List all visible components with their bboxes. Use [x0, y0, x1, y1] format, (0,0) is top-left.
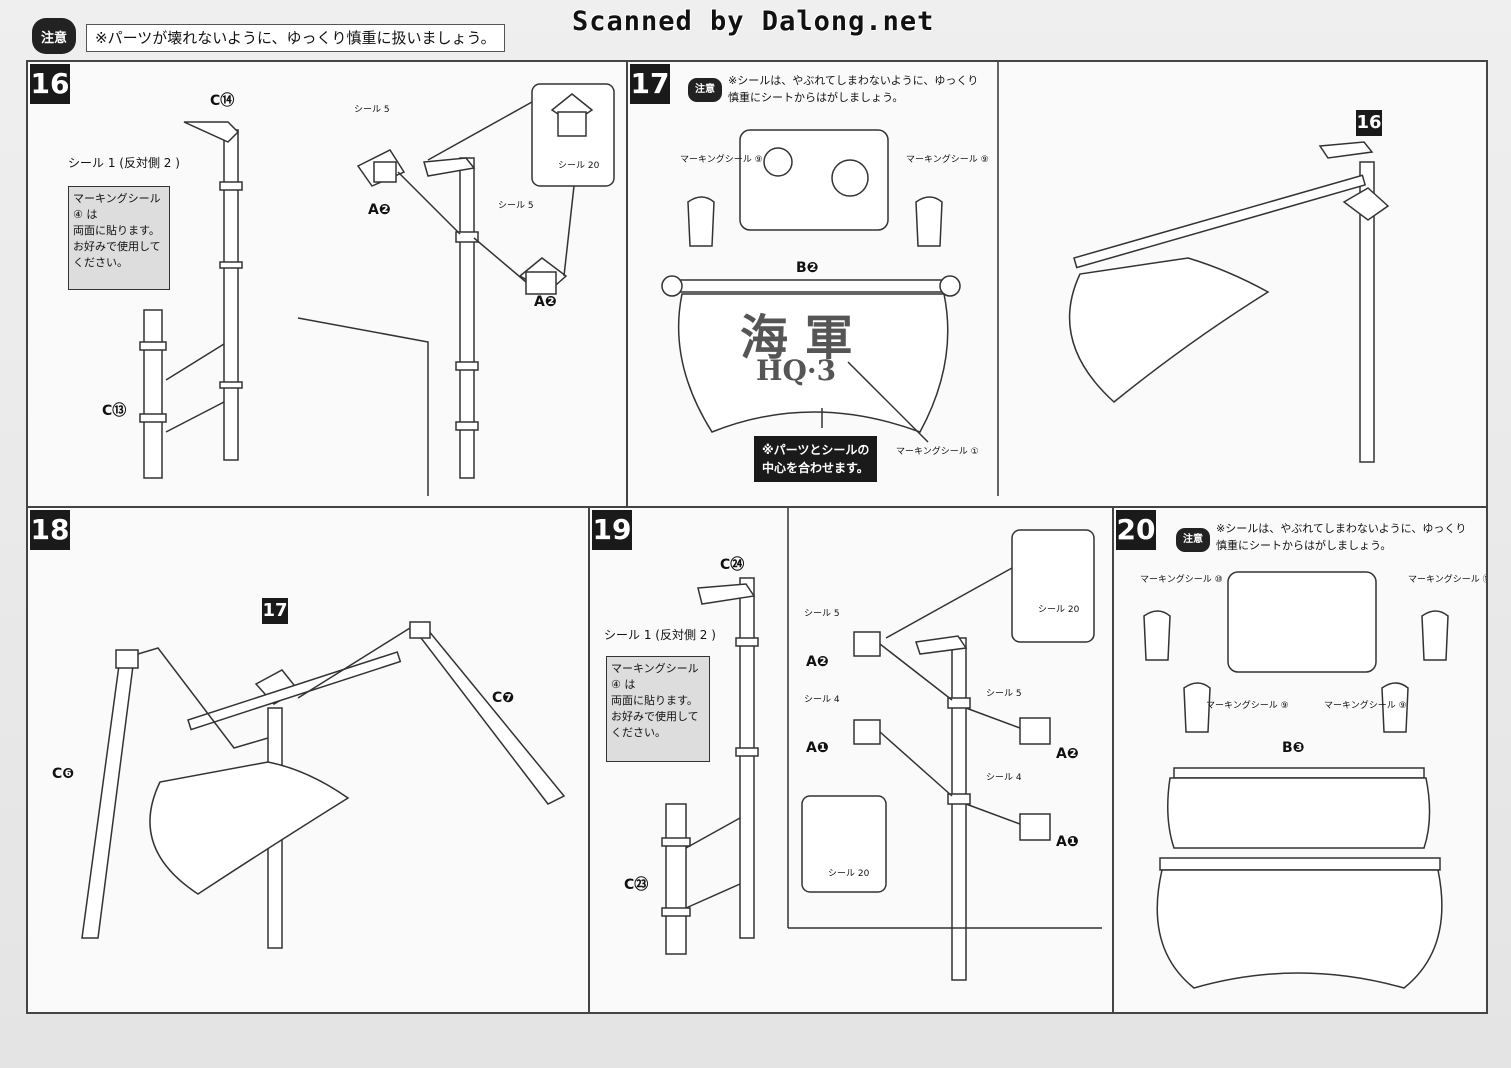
marking-info-box-19: マーキングシール ④ は 両面に貼ります。 お好みで使用してください。 [606, 656, 710, 762]
label-a2-right: A❷ [1056, 746, 1079, 762]
flag-subtext: HQ·3 [756, 354, 837, 387]
sail-shape [1156, 869, 1443, 989]
callout-seal-20-bottom: シール 20 [828, 869, 870, 879]
seal-4-left: シール 4 [804, 695, 840, 705]
sail-bar-bottom [1159, 857, 1441, 871]
caution-badge: 注意 [32, 18, 76, 54]
info-line: 両面に貼ります。 [73, 224, 160, 237]
claw-shape-11 [1421, 610, 1449, 661]
mast-part [1359, 161, 1375, 463]
step-17-panel: 17 注意 ※シールは、やぶれてしまわないように、ゆっくり 慎重にシートからはが… [626, 60, 1488, 508]
lower-mast-part [143, 309, 163, 479]
claw-shape-9-right [1381, 682, 1409, 733]
reference-step-16: 16 [1356, 110, 1382, 136]
caution-line: 慎重にシートからはがしましょう。 [728, 91, 904, 104]
info-line: マーキングシール [73, 192, 161, 205]
callout-seal-20: シール 20 [558, 161, 600, 171]
caution-note-20: ※シールは、やぶれてしまわないように、ゆっくり 慎重にシートからはがしましょう。 [1216, 520, 1466, 554]
label-a2-top: A❷ [368, 202, 391, 218]
claw-shape-9-left [1183, 682, 1211, 733]
marking-info-box: マーキングシール ④ は 両面に貼ります。 お好みで使用してください。 [68, 186, 170, 290]
marking-seal-9-right: マーキングシール ⑨ [906, 155, 989, 165]
label-c14: C⑭ [210, 93, 235, 109]
step-20-panel: 20 注意 ※シールは、やぶれてしまわないように、ゆっくり 慎重にシートからはが… [1112, 506, 1488, 1014]
sail-bar-top [1173, 767, 1425, 779]
info-line: 両面に貼ります。 [611, 694, 698, 707]
seal-4-right: シール 4 [986, 773, 1022, 783]
label-a1-left: A❶ [806, 740, 829, 756]
caution-note-17: ※シールは、やぶれてしまわないように、ゆっくり 慎重にシートからはがしましょう。 [728, 72, 978, 106]
caution-note: ※パーツが壊れないように、ゆっくり慎重に扱いましょう。 [86, 24, 505, 52]
caution-badge-20: 注意 [1176, 528, 1210, 552]
label-c13: C⑬ [102, 403, 127, 419]
mast-part [223, 129, 239, 461]
rope-ladder-left [81, 657, 135, 939]
sail-bar [673, 279, 953, 293]
lower-mast-part [665, 803, 687, 955]
step-19-number: 19 [592, 510, 632, 550]
caution-line: 慎重にシートからはがしましょう。 [1216, 539, 1392, 552]
info-line: お好みで使用してください。 [611, 710, 699, 739]
seal-line-label-19: シール 1 (反対側 2 ) [604, 628, 716, 642]
claw-shape-10 [1143, 610, 1171, 661]
claw-shape-left [687, 196, 715, 247]
label-a2-bottom: A❷ [534, 294, 557, 310]
step-18-panel: 18 17 C❻ C❼ [26, 506, 590, 1014]
marking-seal-9-left: マーキングシール ⑨ [1206, 701, 1289, 711]
label-b3: B❸ [1282, 740, 1305, 756]
yard-bar [187, 651, 402, 731]
seal-5-right: シール 5 [986, 689, 1022, 699]
center-align-note: ※パーツとシールの 中心を合わせます。 [754, 436, 878, 482]
marking-seal-1: マーキングシール ① [896, 447, 979, 457]
flag-kanji: 海 軍 [740, 310, 853, 366]
label-c24: C㉔ [720, 557, 745, 573]
step-20-illustration [1143, 571, 1449, 989]
caution-line: ※シールは、やぶれてしまわないように、ゆっくり [1216, 522, 1467, 535]
sail-shape [677, 293, 949, 433]
caution-badge-17: 注意 [688, 78, 722, 102]
step-16-illustration [139, 83, 615, 496]
watermark-text: Scanned by Dalong.net [572, 6, 935, 37]
label-c23: C㉓ [624, 877, 649, 893]
center-note-line: ※パーツとシールの [762, 443, 870, 457]
yard-bar [1073, 174, 1367, 269]
info-line: ④ は [73, 208, 98, 221]
flag-part [183, 121, 240, 143]
info-line: お好みで使用してください。 [73, 240, 161, 269]
step-20-number: 20 [1116, 510, 1156, 550]
label-c7: C❼ [492, 690, 515, 706]
label-a1-right: A❶ [1056, 834, 1079, 850]
step-16-panel: 16 C⑭ C⑬ A❷ A❷ シール 1 (反対側 2 ) マーキングシール ④… [26, 60, 628, 508]
marking-seal-10: マーキングシール ⑩ [1140, 575, 1223, 585]
marking-seal-11: マーキングシール ⑪ [1408, 575, 1488, 585]
step-19-illustration [661, 508, 1102, 981]
seal-5-bottom: シール 5 [498, 201, 534, 211]
step-18-number: 18 [30, 510, 70, 550]
flag-part [697, 583, 756, 605]
caution-line: ※シールは、やぶれてしまわないように、ゆっくり [728, 74, 979, 87]
step-17-illustration [661, 62, 1390, 496]
info-line: マーキングシール [611, 662, 699, 675]
label-b2: B❷ [796, 260, 819, 276]
step-19-panel: 19 C㉔ C㉓ A❷ A❶ A❷ A❶ シール 1 (反対側 2 ) マーキン… [588, 506, 1114, 1014]
step-18-illustration [81, 621, 566, 949]
label-a2-left: A❷ [806, 654, 829, 670]
center-note-line: 中心を合わせます。 [762, 461, 869, 475]
rope-ladder-right [416, 629, 566, 805]
marking-seal-9-right: マーキングシール ⑨ [1324, 701, 1407, 711]
seal-line-label: シール 1 (反対側 2 ) [68, 156, 180, 170]
reference-step-17: 17 [262, 598, 288, 624]
mast-part [739, 577, 755, 939]
seal-5-top: シール 5 [354, 105, 390, 115]
marking-seal-9-left: マーキングシール ⑨ [680, 155, 763, 165]
callout-seal-20-top: シール 20 [1038, 605, 1080, 615]
info-line: ④ は [611, 678, 636, 691]
step-17-number: 17 [630, 64, 670, 104]
claw-shape-right [915, 196, 943, 247]
seal-5-left: シール 5 [804, 609, 840, 619]
label-c6: C❻ [52, 766, 75, 782]
step-16-number: 16 [30, 64, 70, 104]
